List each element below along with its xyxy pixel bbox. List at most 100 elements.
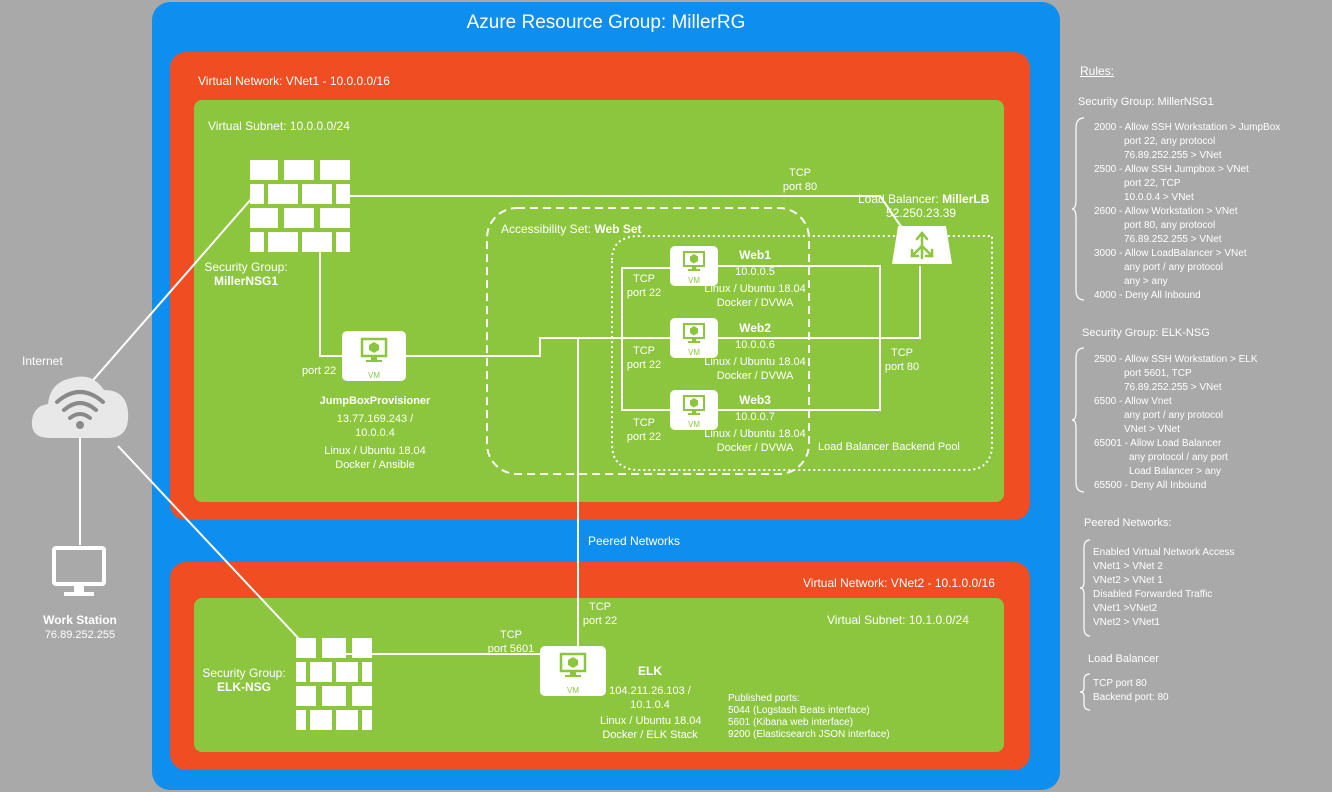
pool-tcp-line1: TCP bbox=[891, 347, 913, 359]
jumpbox-ip-line2: 10.0.0.4 bbox=[355, 427, 395, 439]
jumpbox-name: JumpBoxProvisioner bbox=[319, 395, 431, 407]
web3-vm[interactable]: VM bbox=[670, 390, 718, 430]
elk-tcp22-line1: TCP bbox=[589, 601, 611, 613]
rule-line: 76.89.252.255 > VNet bbox=[1124, 234, 1222, 245]
rule-line: 2500 - Allow SSH Jumpbox > VNet bbox=[1094, 164, 1249, 175]
jumpbox-port-label: port 22 bbox=[302, 365, 337, 377]
brace-icon bbox=[1080, 539, 1091, 637]
vm-monitor-icon bbox=[683, 395, 705, 415]
elk-info: 104.211.26.103 / 10.1.0.4 Linux / Ubuntu… bbox=[600, 684, 702, 742]
rule-line: Load Balancer > any bbox=[1129, 466, 1222, 477]
load-balancer-icon bbox=[892, 226, 952, 264]
rule-line: 2500 - Allow SSH Workstation > ELK bbox=[1094, 354, 1258, 365]
web1-tcp: TCP bbox=[633, 273, 655, 285]
rule-line: 76.89.252.255 > VNet bbox=[1124, 150, 1222, 161]
rules-elk-title: Security Group: ELK-NSG bbox=[1082, 327, 1210, 339]
rules-peered-list: Enabled Virtual Network Access VNet1 > V… bbox=[1093, 546, 1235, 630]
brace-icon bbox=[1072, 117, 1085, 301]
nsg1-label-name: MillerNSG1 bbox=[213, 274, 279, 288]
web2-tcp: TCP bbox=[633, 345, 655, 357]
jumpbox-info: JumpBoxProvisioner 13.77.169.243 / 10.0.… bbox=[300, 394, 450, 472]
web2-os: Linux / Ubuntu 18.04 bbox=[704, 356, 806, 368]
rules-elk-list: 2500 - Allow SSH Workstation > ELK port … bbox=[1094, 353, 1258, 493]
web2-name: Web2 bbox=[739, 321, 771, 335]
web3-os: Linux / Ubuntu 18.04 bbox=[704, 428, 806, 440]
rule-line: VNet1 > VNet 2 bbox=[1093, 561, 1163, 572]
brace-icon bbox=[1080, 673, 1091, 711]
link-internet-nsg2 bbox=[117, 445, 301, 641]
nsg2-label-name: ELK-NSG bbox=[217, 680, 271, 694]
workstation-name: Work Station bbox=[43, 613, 117, 627]
link-nsg1-lb bbox=[350, 195, 903, 229]
web1-port: port 22 bbox=[626, 287, 662, 299]
monitor-icon bbox=[52, 546, 106, 596]
lb-label-prefix: Load Balancer: bbox=[858, 192, 943, 206]
web2-vm[interactable]: VM bbox=[670, 318, 718, 358]
rule-line: any protocol / any port bbox=[1129, 452, 1228, 463]
vm-monitor-icon bbox=[683, 323, 705, 343]
rule-line: 10.0.0.4 > VNet bbox=[1124, 192, 1194, 203]
rule-line: 2000 - Allow SSH Workstation > JumpBox bbox=[1094, 122, 1281, 133]
rules-lb-title: Load Balancer bbox=[1088, 653, 1159, 665]
vm-monitor-icon bbox=[559, 652, 587, 677]
elk-vm[interactable]: VM bbox=[540, 646, 606, 696]
web2-tcp-label: TCP port 22 bbox=[622, 344, 666, 372]
vm-badge: VM bbox=[688, 420, 700, 429]
backend-pool-label: Load Balancer Backend Pool bbox=[818, 441, 960, 453]
published-port-9200: 9200 (Elasticsearch JSON interface) bbox=[728, 729, 890, 740]
elk-tcp5601-line1: TCP bbox=[500, 629, 522, 641]
web1-vm[interactable]: VM bbox=[670, 246, 718, 286]
rule-line: VNet2 > VNet 1 bbox=[1093, 575, 1163, 586]
lb-tcp-label: TCP port 80 bbox=[770, 166, 830, 194]
rule-line: any port / any protocol bbox=[1124, 262, 1223, 273]
internet-label: Internet bbox=[22, 354, 63, 368]
elk-ip-line2: 10.1.0.4 bbox=[630, 699, 670, 711]
lb-ip: 52.250.23.39 bbox=[886, 206, 957, 220]
vm-monitor-icon bbox=[360, 337, 388, 362]
web1-info: Web1 10.0.0.5 Linux / Ubuntu 18.04 Docke… bbox=[700, 248, 810, 310]
web3-apps: Docker / DVWA bbox=[716, 442, 794, 454]
lb-label: Load Balancer: MillerLB bbox=[858, 192, 989, 206]
availability-set-box bbox=[486, 207, 810, 475]
vnet1-label: Virtual Network: VNet1 - 10.0.0.0/16 bbox=[198, 74, 390, 88]
web3-tcp-label: TCP port 22 bbox=[622, 416, 666, 444]
resource-group-title: Azure Resource Group: MillerRG bbox=[466, 12, 746, 33]
rule-line: 6500 - Allow Vnet bbox=[1094, 396, 1172, 407]
elk-apps: Docker / ELK Stack bbox=[602, 729, 698, 741]
jumpbox-ip-line1: 13.77.169.243 / bbox=[336, 413, 414, 425]
availability-set-prefix: Accessibility Set: bbox=[501, 222, 595, 236]
rule-line: Enabled Virtual Network Access bbox=[1093, 547, 1235, 558]
web2-apps: Docker / DVWA bbox=[716, 370, 794, 382]
rule-line: VNet1 >VNet2 bbox=[1093, 603, 1158, 614]
elk-tcp5601-line2: port 5601 bbox=[487, 643, 535, 655]
elk-name: ELK bbox=[638, 664, 662, 678]
link-jumpbox-web2 bbox=[406, 337, 670, 357]
backend-pool-box bbox=[611, 235, 993, 471]
rules-peered-title: Peered Networks: bbox=[1084, 517, 1172, 529]
jumpbox-os: Linux / Ubuntu 18.04 bbox=[324, 445, 426, 457]
jumpbox-vm[interactable]: VM bbox=[342, 331, 406, 381]
rule-line: port 80, any protocol bbox=[1124, 220, 1216, 231]
link-lb-pool bbox=[718, 266, 921, 339]
nsg1-label: Security Group: MillerNSG1 bbox=[196, 260, 296, 288]
rule-line: 76.89.252.255 > VNet bbox=[1124, 382, 1222, 393]
published-ports-title: Published ports: bbox=[728, 693, 800, 704]
web2-port: port 22 bbox=[626, 359, 662, 371]
firewall-icon bbox=[296, 638, 372, 730]
pool-tcp-line2: port 80 bbox=[884, 361, 920, 373]
web1-apps: Docker / DVWA bbox=[716, 297, 794, 309]
rule-line: 65500 - Deny All Inbound bbox=[1094, 480, 1207, 491]
elk-tcp22-label: TCP port 22 bbox=[580, 600, 620, 628]
rule-line: Disabled Forwarded Traffic bbox=[1093, 589, 1213, 600]
lb-name: MillerLB bbox=[942, 192, 990, 206]
rule-line: 65001 - Allow Load Balancer bbox=[1094, 438, 1222, 449]
vm-badge: VM bbox=[688, 348, 700, 357]
rule-line: TCP port 80 bbox=[1093, 678, 1147, 689]
link-nsg1-jumpbox bbox=[319, 252, 342, 357]
vnet1-subnet-label: Virtual Subnet: 10.0.0.0/24 bbox=[208, 119, 350, 133]
rules-title: Rules: bbox=[1080, 64, 1115, 78]
nsg2-label: Security Group: ELK-NSG bbox=[200, 666, 288, 694]
jumpbox-apps: Docker / Ansible bbox=[335, 459, 415, 471]
rule-line: any port / any protocol bbox=[1124, 410, 1223, 421]
